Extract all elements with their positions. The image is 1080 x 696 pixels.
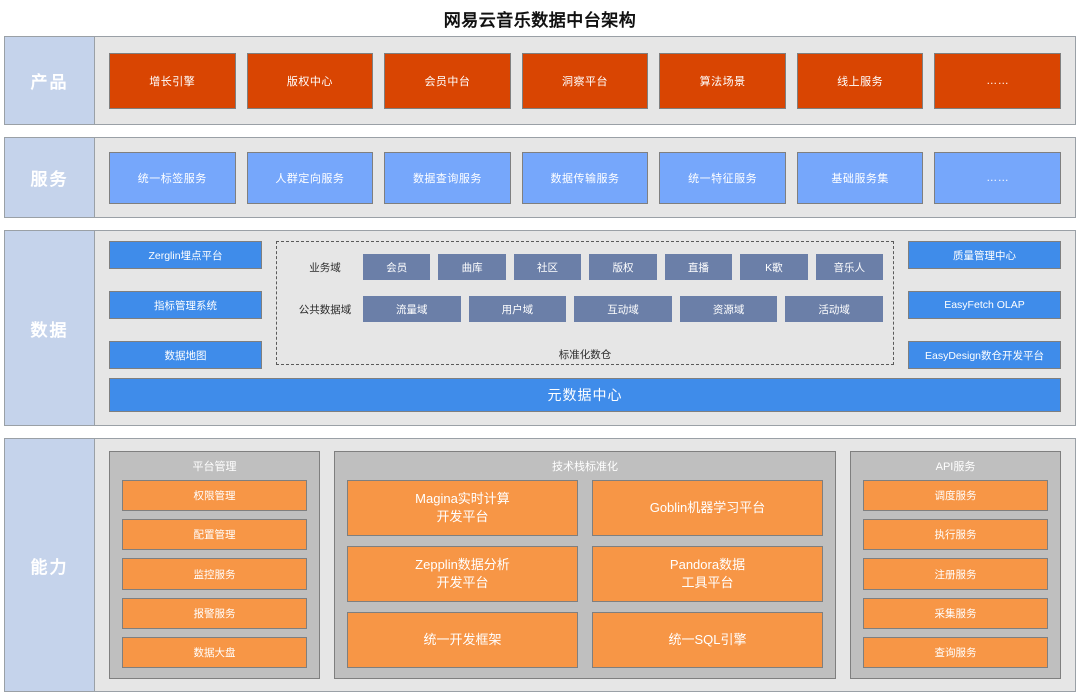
- capability-box[interactable]: 注册服务: [863, 558, 1048, 590]
- service-box[interactable]: 基础服务集: [796, 151, 924, 204]
- domain-box[interactable]: 活动域: [785, 296, 883, 322]
- section-body-capability: 平台管理 权限管理 配置管理 监控服务 报警服务 数据大盘 技术栈标准化 Mag…: [95, 439, 1075, 691]
- capability-group-platform: 平台管理 权限管理 配置管理 监控服务 报警服务 数据大盘: [109, 451, 320, 679]
- page-title: 网易云音乐数据中台架构: [443, 11, 637, 30]
- section-label-service: 服务: [5, 138, 95, 217]
- standard-warehouse-group: 业务域 会员 曲库 社区 版权 直播 K歌 音乐人: [276, 241, 894, 365]
- product-box[interactable]: 版权中心: [246, 52, 374, 109]
- product-box[interactable]: 线上服务: [796, 52, 924, 109]
- capability-group-title: 技术栈标准化: [552, 461, 618, 473]
- capability-box[interactable]: 数据大盘: [122, 636, 307, 669]
- capability-box[interactable]: Zepplin数据分析 开发平台: [347, 546, 578, 602]
- data-tool-box[interactable]: 数据地图: [109, 341, 262, 369]
- public-domain-row: 公共数据域 流量域 用户域 互动域 资源域 活动域: [287, 296, 883, 322]
- section-capability: 能力 平台管理 权限管理 配置管理 监控服务 报警服务 数据大盘 技术栈标准化: [4, 438, 1076, 692]
- capability-box[interactable]: 统一开发框架: [347, 612, 578, 668]
- capability-box[interactable]: 调度服务: [863, 480, 1048, 512]
- warehouse-caption: 标准化数仓: [558, 349, 612, 361]
- capability-box[interactable]: 执行服务: [863, 519, 1048, 551]
- domain-box[interactable]: 互动域: [574, 296, 672, 322]
- business-domain-cells: 会员 曲库 社区 版权 直播 K歌 音乐人: [363, 254, 883, 280]
- service-box[interactable]: ……: [934, 151, 1062, 204]
- data-tool-box[interactable]: 指标管理系统: [109, 291, 262, 319]
- product-box[interactable]: ……: [934, 52, 1062, 109]
- capability-group-tech-stack: 技术栈标准化 Magina实时计算 开发平台 Goblin机器学习平台 Zepp…: [334, 451, 836, 679]
- domain-box[interactable]: 直播: [664, 254, 733, 280]
- business-domain-label: 业务域: [309, 261, 341, 274]
- domain-box[interactable]: 社区: [513, 254, 582, 280]
- data-tool-box[interactable]: Zerglin埋点平台: [109, 241, 262, 269]
- capability-box[interactable]: 统一SQL引擎: [592, 612, 823, 668]
- domain-box[interactable]: K歌: [740, 254, 808, 280]
- section-body-product: 增长引擎 版权中心 会员中台 洞察平台 算法场景 线上服务 ……: [95, 37, 1075, 124]
- capability-box[interactable]: 采集服务: [863, 597, 1048, 629]
- domain-box[interactable]: 版权: [589, 254, 657, 280]
- capability-box[interactable]: 监控服务: [122, 558, 307, 590]
- service-box[interactable]: 数据查询服务: [384, 151, 511, 204]
- capability-items: Magina实时计算 开发平台 Goblin机器学习平台 Zepplin数据分析…: [347, 480, 823, 668]
- domain-box[interactable]: 会员: [363, 254, 431, 280]
- section-body-data: Zerglin埋点平台 指标管理系统 数据地图 业务域 会员 曲库 社区 版权: [95, 231, 1075, 425]
- capability-group-api: API服务 调度服务 执行服务 注册服务 采集服务 查询服务: [850, 451, 1061, 679]
- capability-box[interactable]: 报警服务: [122, 597, 307, 629]
- capability-items: 权限管理 配置管理 监控服务 报警服务 数据大盘: [122, 480, 307, 669]
- service-box[interactable]: 统一标签服务: [109, 151, 236, 204]
- data-right-column: 质量管理中心 EasyFetch OLAP EasyDesign数仓开发平台: [908, 241, 1061, 369]
- section-label-product: 产品: [5, 37, 95, 124]
- capability-group-title: API服务: [935, 461, 976, 473]
- service-box-row: 统一标签服务 人群定向服务 数据查询服务 数据传输服务 统一特征服务 基础服务集…: [95, 151, 1075, 204]
- domain-box[interactable]: 资源域: [679, 296, 778, 322]
- data-content: Zerglin埋点平台 指标管理系统 数据地图 业务域 会员 曲库 社区 版权: [95, 231, 1075, 425]
- product-box-row: 增长引擎 版权中心 会员中台 洞察平台 算法场景 线上服务 ……: [95, 52, 1075, 109]
- metadata-center-bar[interactable]: 元数据中心: [109, 378, 1061, 412]
- domain-box[interactable]: 音乐人: [815, 254, 883, 280]
- domain-box[interactable]: 曲库: [438, 254, 506, 280]
- capability-content: 平台管理 权限管理 配置管理 监控服务 报警服务 数据大盘 技术栈标准化 Mag…: [95, 439, 1075, 691]
- capability-box[interactable]: Goblin机器学习平台: [592, 480, 823, 536]
- capability-box[interactable]: 配置管理: [122, 519, 307, 551]
- product-box[interactable]: 增长引擎: [109, 52, 236, 109]
- data-left-column: Zerglin埋点平台 指标管理系统 数据地图: [109, 241, 262, 369]
- public-domain-cells: 流量域 用户域 互动域 资源域 活动域: [363, 296, 883, 322]
- public-domain-label: 公共数据域: [298, 303, 352, 316]
- capability-group-title: 平台管理: [192, 461, 237, 473]
- product-box[interactable]: 会员中台: [384, 52, 511, 109]
- section-label-capability: 能力: [5, 439, 95, 691]
- section-body-service: 统一标签服务 人群定向服务 数据查询服务 数据传输服务 统一特征服务 基础服务集…: [95, 138, 1075, 217]
- data-tool-box[interactable]: EasyDesign数仓开发平台: [908, 341, 1061, 369]
- product-box[interactable]: 洞察平台: [521, 52, 649, 109]
- capability-box[interactable]: 权限管理: [122, 480, 307, 512]
- section-data: 数据 Zerglin埋点平台 指标管理系统 数据地图 业务域 会员: [4, 230, 1076, 426]
- section-service: 服务 统一标签服务 人群定向服务 数据查询服务 数据传输服务 统一特征服务 基础…: [4, 137, 1076, 218]
- service-box[interactable]: 统一特征服务: [659, 151, 786, 204]
- capability-box[interactable]: Pandora数据 工具平台: [592, 546, 823, 602]
- domain-box[interactable]: 用户域: [468, 296, 567, 322]
- business-domain-row: 业务域 会员 曲库 社区 版权 直播 K歌 音乐人: [287, 254, 883, 280]
- capability-box[interactable]: Magina实时计算 开发平台: [347, 480, 578, 536]
- service-box[interactable]: 数据传输服务: [521, 151, 649, 204]
- product-box[interactable]: 算法场景: [659, 52, 786, 109]
- service-box[interactable]: 人群定向服务: [246, 151, 374, 204]
- section-label-data: 数据: [5, 231, 95, 425]
- data-upper-row: Zerglin埋点平台 指标管理系统 数据地图 业务域 会员 曲库 社区 版权: [109, 241, 1061, 369]
- data-tool-box[interactable]: 质量管理中心: [908, 241, 1061, 269]
- capability-box[interactable]: 查询服务: [863, 636, 1048, 669]
- section-product: 产品 增长引擎 版权中心 会员中台 洞察平台 算法场景 线上服务 ……: [4, 36, 1076, 125]
- capability-items: 调度服务 执行服务 注册服务 采集服务 查询服务: [863, 480, 1048, 669]
- data-tool-box[interactable]: EasyFetch OLAP: [908, 291, 1061, 319]
- domain-box[interactable]: 流量域: [363, 296, 461, 322]
